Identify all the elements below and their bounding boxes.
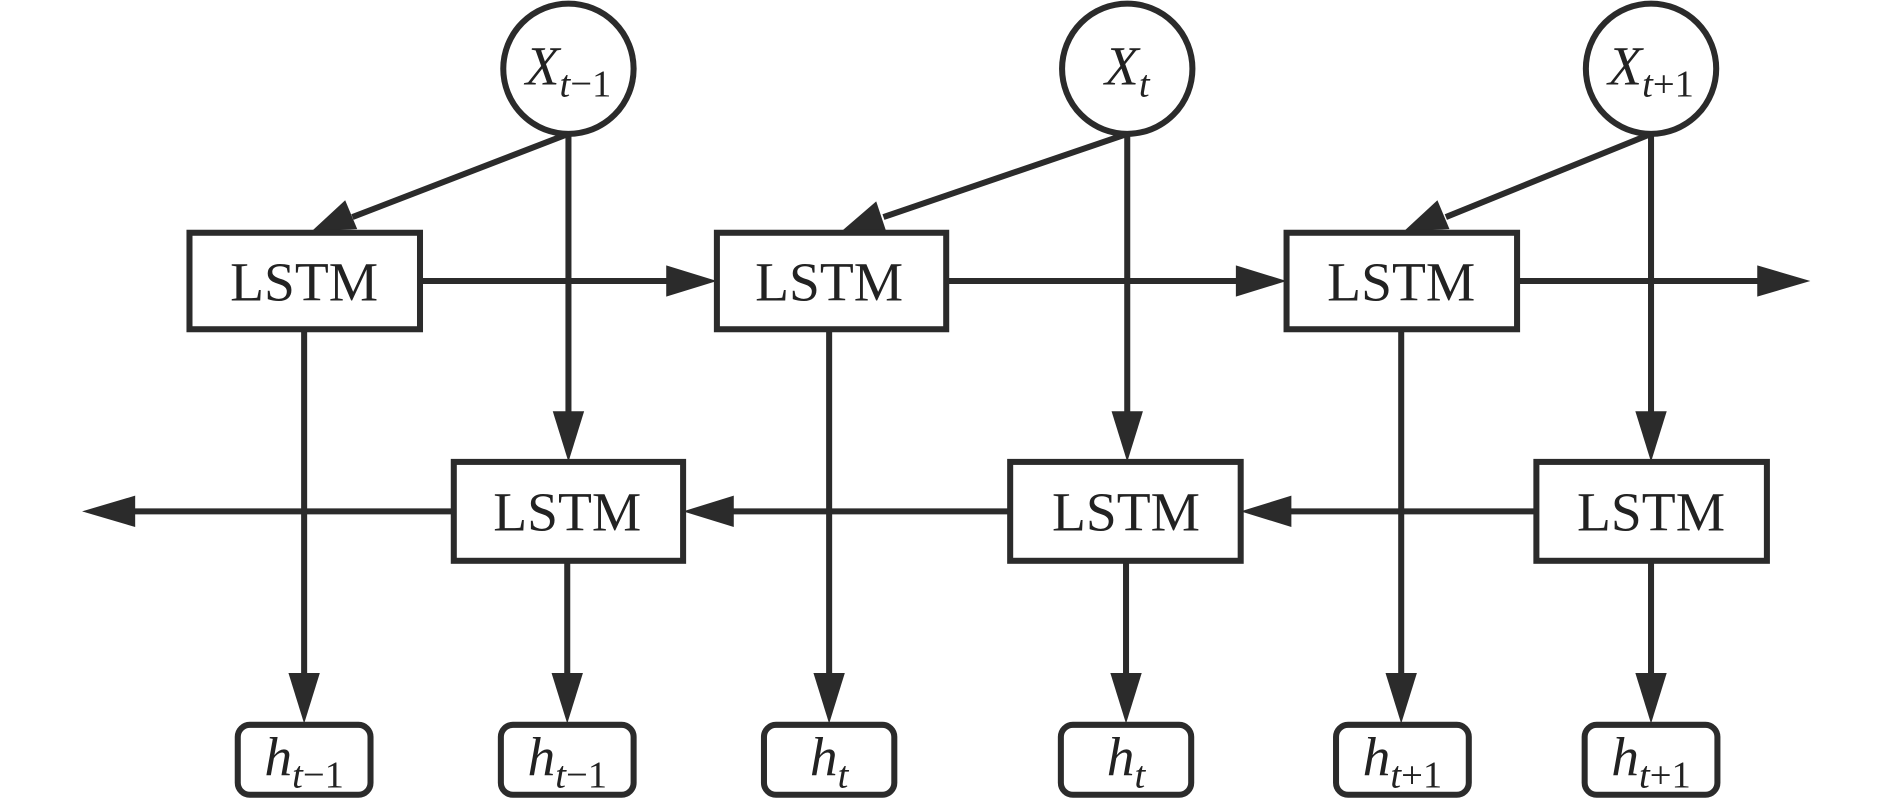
arrow-head	[551, 672, 583, 724]
forward-connections	[420, 265, 1811, 297]
output-node: ht	[1057, 721, 1195, 798]
lstm-label: LSTM	[493, 483, 641, 544]
arrow-head	[1635, 411, 1667, 462]
input-label: Xt+1	[1606, 36, 1694, 105]
forward-lstm-layer: LSTM LSTM LSTM	[186, 229, 1521, 333]
output-label: ht+1	[1363, 727, 1443, 796]
input-2-to-forward	[882, 131, 1129, 220]
forward-lstm-cell: LSTM	[186, 229, 424, 333]
backward-lstm-cell: LSTM	[450, 458, 687, 564]
output-node: ht	[760, 721, 898, 798]
input-3-to-forward	[1444, 131, 1653, 220]
output-label: ht+1	[1611, 727, 1691, 796]
arrow-head	[552, 411, 585, 462]
backward-lstm-cell: LSTM	[1007, 458, 1244, 564]
arrow-head	[813, 672, 845, 724]
lstm-label: LSTM	[1052, 483, 1200, 544]
arrow-head	[1385, 672, 1417, 724]
output-node: ht+1	[1581, 721, 1721, 798]
arrow-head	[841, 201, 886, 232]
output-connections	[288, 329, 1667, 724]
input-node: Xt+1	[1582, 0, 1720, 137]
arrow-head	[683, 495, 734, 528]
arrow-head	[1635, 672, 1667, 724]
output-label: ht	[810, 727, 850, 796]
arrow-head	[1240, 495, 1292, 528]
output-label: ht−1	[527, 727, 607, 796]
backward-connections	[82, 495, 1537, 528]
arrow-head	[82, 495, 136, 528]
arrow-head	[1235, 265, 1287, 297]
lstm-label: LSTM	[755, 252, 903, 313]
output-label: ht	[1107, 727, 1147, 796]
arrow-head	[1403, 200, 1450, 232]
output-node: ht−1	[234, 721, 374, 798]
lstm-label: LSTM	[1327, 252, 1475, 313]
arrow-head	[1111, 411, 1143, 462]
arrow-head	[1110, 672, 1142, 724]
output-node: ht+1	[1333, 721, 1472, 798]
input-connections	[311, 131, 1667, 462]
input-nodes: Xt−1 Xt Xt+1	[500, 0, 1720, 137]
backward-lstm-layer: LSTM LSTM LSTM	[450, 458, 1770, 564]
lstm-label: LSTM	[1577, 483, 1725, 544]
lstm-label: LSTM	[230, 252, 378, 313]
input-label: Xt	[1103, 36, 1151, 105]
output-node: ht−1	[497, 721, 637, 798]
forward-lstm-cell: LSTM	[713, 229, 950, 333]
input-1-to-forward	[351, 131, 570, 220]
arrow-head	[1757, 265, 1811, 297]
arrow-head	[288, 672, 320, 724]
input-label: Xt−1	[524, 36, 612, 105]
output-label: ht−1	[264, 727, 344, 796]
input-node: Xt−1	[500, 0, 637, 137]
arrow-head	[666, 265, 717, 297]
forward-lstm-cell: LSTM	[1283, 229, 1521, 333]
output-layer: ht−1 ht−1 ht ht ht+1	[234, 721, 1721, 798]
backward-lstm-cell: LSTM	[1533, 458, 1770, 564]
input-node: Xt	[1059, 0, 1196, 137]
arrow-head	[311, 200, 358, 232]
